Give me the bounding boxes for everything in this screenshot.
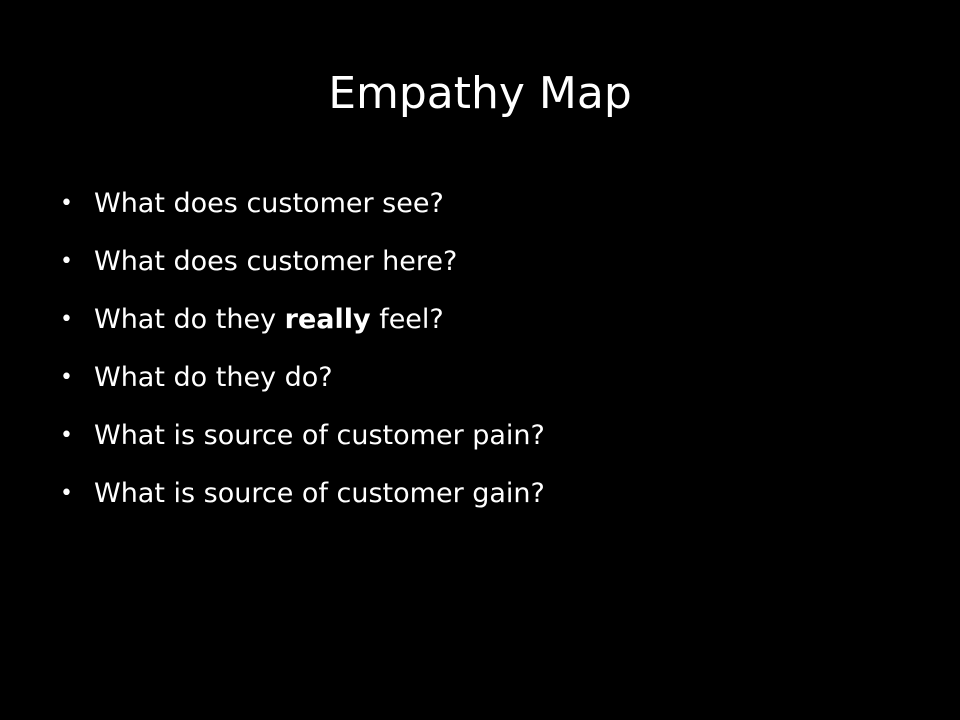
bullet-text: What do they do? <box>94 362 333 393</box>
bullet-text: What is source of customer pain? <box>94 420 545 451</box>
bullet-icon: • <box>60 423 73 448</box>
list-item: • What does customer here? <box>60 238 545 296</box>
bullet-text: What does customer here? <box>94 246 458 277</box>
bullet-icon: • <box>60 191 73 216</box>
list-item: • What is source of customer pain? <box>60 412 545 470</box>
bullet-icon: • <box>60 307 73 332</box>
bullet-text-start: What do they <box>94 304 285 335</box>
bullet-icon: • <box>60 481 73 506</box>
bullet-text-emphasis: really <box>284 304 371 335</box>
list-item: • What does customer see? <box>60 180 545 238</box>
bullet-icon: • <box>60 249 73 274</box>
bullet-icon: • <box>60 365 73 390</box>
bullet-text: What does customer see? <box>94 188 444 219</box>
bullet-list: • What does customer see? • What does cu… <box>60 180 545 528</box>
bullet-text: What is source of customer gain? <box>94 478 545 509</box>
list-item: • What do they really feel? <box>60 296 545 354</box>
list-item: • What do they do? <box>60 354 545 412</box>
slide-title: Empathy Map <box>328 68 632 119</box>
bullet-text-end: feel? <box>370 304 444 335</box>
list-item: • What is source of customer gain? <box>60 470 545 528</box>
